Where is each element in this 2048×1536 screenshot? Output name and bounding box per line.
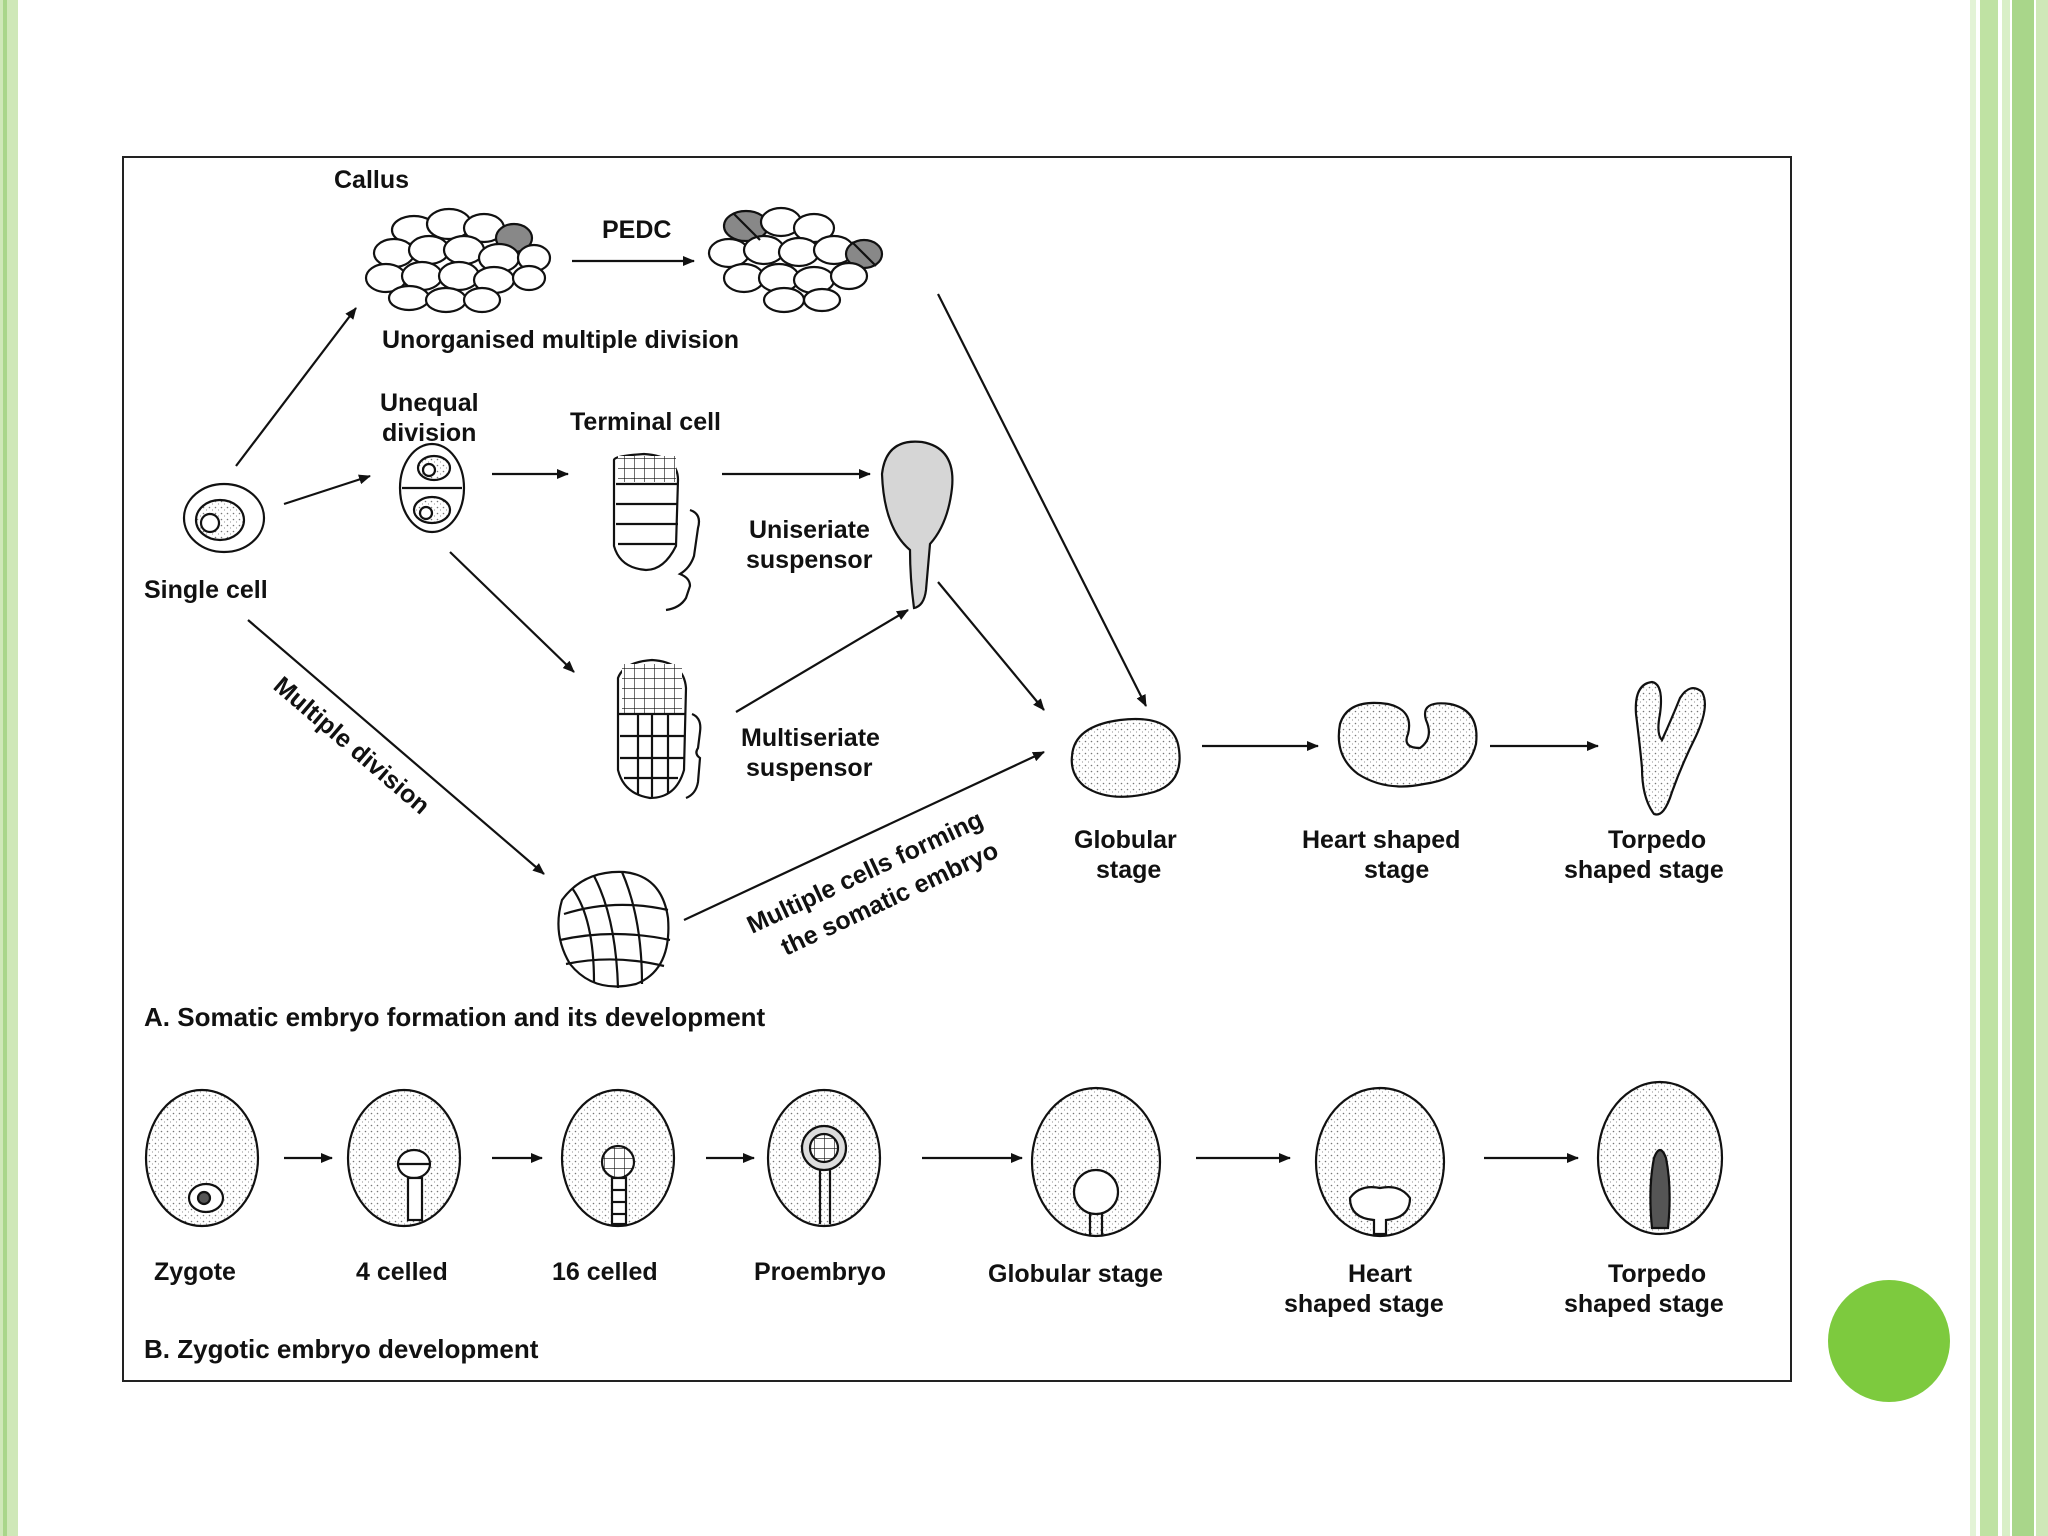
multiseriate-label-line2: suspensor bbox=[746, 754, 873, 782]
left-border-rule bbox=[0, 0, 18, 1536]
proembryo-stage bbox=[766, 1088, 882, 1228]
unequal-label-line1: Unequal bbox=[380, 389, 479, 417]
stripe bbox=[1970, 0, 1976, 1536]
multiple-cells-embryo bbox=[557, 870, 671, 989]
arrow-multiple-division bbox=[247, 619, 545, 875]
multiseriate-label-line1: Multiseriate bbox=[741, 724, 880, 752]
heart-b-label-line1: Heart bbox=[1348, 1260, 1413, 1288]
globular-label-line2: stage bbox=[1096, 856, 1161, 884]
zygote-label: Zygote bbox=[154, 1258, 236, 1286]
part-a-caption: A. Somatic embryo formation and its deve… bbox=[144, 1002, 766, 1032]
right-decorative-stripes bbox=[1958, 0, 2048, 1536]
heart-b-label-line2: shaped stage bbox=[1284, 1290, 1444, 1318]
stripe bbox=[1980, 0, 1998, 1536]
uniseriate-embryo bbox=[612, 452, 701, 612]
arrow-multiseriate-to-suspensor bbox=[735, 609, 909, 713]
arrow-pedc-to-globular bbox=[937, 293, 1147, 707]
single-cell-label: Single cell bbox=[144, 576, 268, 604]
arrow-to-callus bbox=[235, 307, 357, 467]
terminal-cell-label: Terminal cell bbox=[570, 408, 721, 436]
part-b-caption: B. Zygotic embryo development bbox=[144, 1334, 539, 1364]
torpedo-label-line2: shaped stage bbox=[1564, 856, 1724, 884]
heart-label-line2: stage bbox=[1364, 856, 1429, 884]
arrow-suspensor-to-globular bbox=[937, 581, 1045, 711]
callus-cell-cluster bbox=[364, 207, 552, 314]
arrow-to-multiseriate bbox=[449, 551, 575, 673]
multiple-division-label: Multiple division bbox=[268, 671, 435, 820]
stripe bbox=[2012, 0, 2034, 1536]
multiseriate-embryo bbox=[616, 658, 702, 800]
embryo-development-figure: Callus PEDC Unorganised multiple divisio… bbox=[122, 156, 1792, 1382]
sixteen-celled-label: 16 celled bbox=[552, 1258, 658, 1286]
stripe bbox=[2036, 0, 2048, 1536]
torpedo-label-line1: Torpedo bbox=[1608, 826, 1706, 854]
heart-stage-embryo bbox=[1337, 701, 1478, 788]
torpedo-b-label-line2: shaped stage bbox=[1564, 1290, 1724, 1318]
globular-label-line1: Globular bbox=[1074, 826, 1177, 854]
unequal-label-line2: division bbox=[382, 419, 476, 447]
uniseriate-label-line1: Uniseriate bbox=[749, 516, 870, 544]
callus-label: Callus bbox=[334, 166, 409, 194]
arrow-forming-to-globular bbox=[683, 751, 1045, 921]
heart-label-line1: Heart shaped bbox=[1302, 826, 1460, 854]
heart-zygotic-stage bbox=[1314, 1086, 1446, 1238]
uniseriate-label-line2: suspensor bbox=[746, 546, 873, 574]
globular-stage-embryo bbox=[1070, 718, 1181, 798]
torpedo-stage-embryo bbox=[1634, 680, 1707, 816]
single-cell bbox=[182, 482, 266, 554]
unorganised-label: Unorganised multiple division bbox=[382, 326, 739, 354]
green-circle-decoration bbox=[1828, 1280, 1950, 1402]
globular-stage-label: Globular stage bbox=[988, 1260, 1163, 1288]
left-border-inner bbox=[3, 0, 7, 1536]
embryo-diagram: Callus PEDC Unorganised multiple divisio… bbox=[144, 166, 1724, 1364]
four-celled-label: 4 celled bbox=[356, 1258, 448, 1286]
proembryo-label: Proembryo bbox=[754, 1258, 886, 1286]
globular-zygotic-stage bbox=[1030, 1086, 1162, 1238]
torpedo-b-label-line1: Torpedo bbox=[1608, 1260, 1706, 1288]
stripe bbox=[2002, 0, 2010, 1536]
unequal-division-cell bbox=[398, 442, 466, 534]
four-celled-stage bbox=[346, 1088, 462, 1228]
pedc-label: PEDC bbox=[602, 216, 671, 244]
torpedo-zygotic-stage bbox=[1596, 1080, 1724, 1236]
pedc-cell-cluster bbox=[707, 206, 884, 314]
zygote-stage bbox=[144, 1088, 260, 1228]
suspensor-embryo bbox=[880, 440, 954, 610]
arrow-to-unequal bbox=[283, 474, 371, 506]
sixteen-celled-stage bbox=[560, 1088, 676, 1228]
